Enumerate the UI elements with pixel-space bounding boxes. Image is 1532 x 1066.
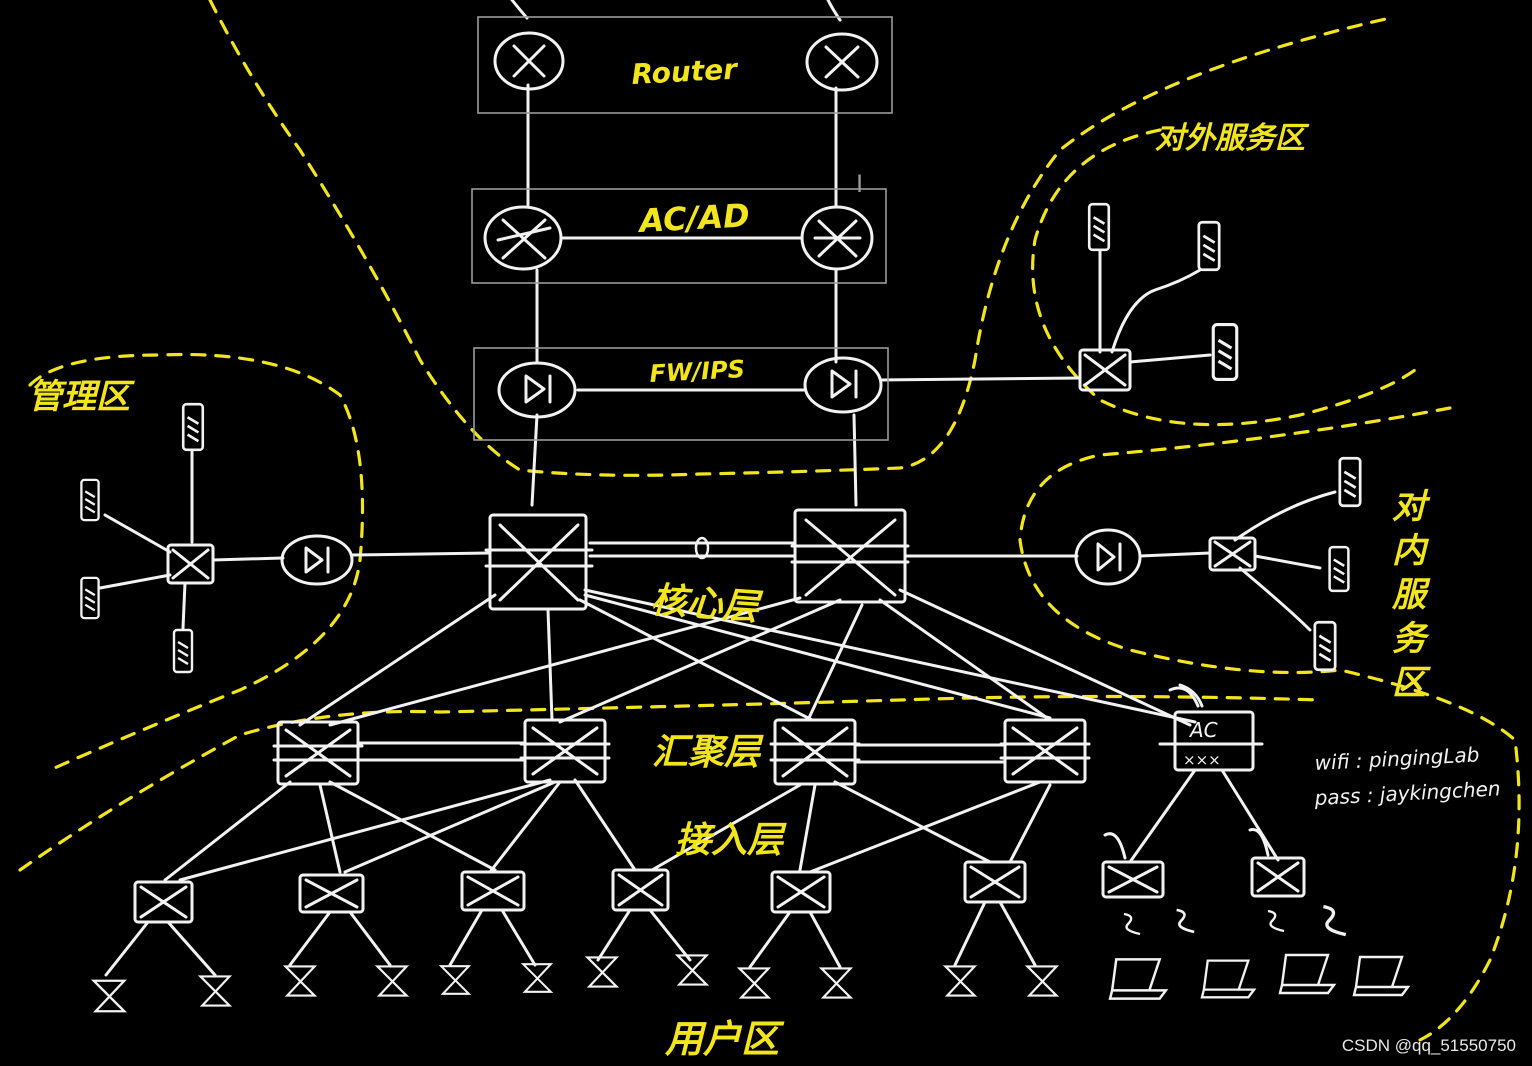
pc-icon xyxy=(944,965,976,997)
access-switch-6-icon xyxy=(963,860,1027,904)
pc-icon xyxy=(738,967,770,999)
internal-zone-char: 内 xyxy=(1392,531,1430,571)
server-icon xyxy=(1338,456,1362,508)
pc-icon xyxy=(92,979,126,1013)
router-frame xyxy=(477,16,893,114)
wireless-signal-icon xyxy=(1266,909,1286,933)
acad-frame xyxy=(471,188,887,284)
link-aggregation-mark xyxy=(694,536,710,560)
ac-controller-label: AC xyxy=(1188,718,1218,742)
pc-icon xyxy=(376,965,408,997)
watermark: CSDN @qq_51550750 xyxy=(1341,1036,1516,1055)
internal-zone-char: 对 xyxy=(1392,487,1431,527)
pc-icon xyxy=(586,956,618,988)
router-left-icon xyxy=(493,31,565,91)
agg-switch-3-icon xyxy=(769,718,861,786)
ac-controller-icon: AC ××× xyxy=(1158,683,1264,772)
access-switch-3-icon xyxy=(460,870,526,912)
external-zone-label: 对外服务区 xyxy=(1155,121,1310,156)
fwips-frame xyxy=(473,347,889,441)
core-layer-label: 核心层 xyxy=(649,580,764,629)
laptop-icon xyxy=(1108,958,1168,1000)
wifi-ssid-label: wifi : pingingLab xyxy=(1314,742,1480,775)
pc-icon xyxy=(1026,965,1058,997)
internal-zone-char: 务 xyxy=(1392,619,1430,659)
mgmt-switch-icon xyxy=(166,543,215,585)
server-icon xyxy=(181,402,205,452)
internal-zone-char: 区 xyxy=(1392,663,1431,703)
pc-icon xyxy=(284,965,316,997)
agg-switch-1-icon xyxy=(272,720,364,786)
server-icon xyxy=(1313,620,1337,672)
user-zone-label: 用户区 xyxy=(664,1017,785,1061)
firewall-internal-icon xyxy=(1074,528,1142,586)
acad-left-icon xyxy=(483,205,563,271)
laptop-icon xyxy=(1200,959,1256,999)
acad-right-icon xyxy=(800,205,874,271)
internal-zone-label: 对 内 服 务 区 xyxy=(1391,487,1438,703)
firewall-left-icon xyxy=(497,361,577,419)
server-icon xyxy=(172,628,194,674)
access-point-2-icon xyxy=(1248,828,1306,898)
pc-icon xyxy=(440,965,470,995)
server-icon xyxy=(1197,220,1221,272)
pc-icon xyxy=(522,963,552,993)
firewall-right-icon xyxy=(803,356,883,414)
access-switch-4-icon xyxy=(611,868,670,912)
access-switch-5-icon xyxy=(770,870,832,914)
wifi-pass-label: pass : jaykingchen xyxy=(1313,776,1501,810)
wireless-signal-icon xyxy=(1122,912,1142,936)
access-point-1-icon xyxy=(1101,832,1165,899)
links xyxy=(98,0,1337,977)
external-switch-icon xyxy=(1078,348,1132,392)
internal-zone-char: 服 xyxy=(1391,575,1431,615)
access-layer-label: 接入层 xyxy=(675,820,787,861)
server-icon xyxy=(1211,322,1239,382)
wireless-signal-icon xyxy=(1321,904,1348,937)
server-icon xyxy=(1328,545,1350,593)
fwips-label: FW/IPS xyxy=(649,355,746,388)
server-icon xyxy=(80,576,100,620)
core-switch-right-icon xyxy=(790,508,910,604)
firewall-mgmt-icon xyxy=(280,534,354,586)
svg-text:×××: ××× xyxy=(1183,751,1221,769)
internal-switch-icon xyxy=(1208,536,1257,572)
access-switch-1-icon xyxy=(133,880,194,924)
aggregation-layer-label: 汇聚层 xyxy=(652,732,764,773)
agg-switch-4-icon xyxy=(999,718,1091,784)
agg-switch-2-icon xyxy=(519,718,611,784)
server-icon xyxy=(80,478,100,522)
pc-icon xyxy=(199,975,231,1007)
access-switch-2-icon xyxy=(298,873,365,914)
router-label: Router xyxy=(631,52,740,91)
pc-icon xyxy=(676,954,708,986)
router-right-icon xyxy=(805,32,879,92)
mgmt-zone-label: 管理区 xyxy=(28,377,135,417)
core-switch-left-icon xyxy=(484,513,594,611)
cursor-icon: I xyxy=(856,170,863,198)
laptop-icon xyxy=(1278,953,1336,995)
acad-label: AC/AD xyxy=(635,196,750,240)
server-icon xyxy=(1087,202,1111,252)
wireless-signal-icon xyxy=(1175,908,1196,934)
pc-icon xyxy=(820,967,852,999)
laptop-icon xyxy=(1352,955,1410,997)
zone-boundaries xyxy=(18,0,1521,1042)
